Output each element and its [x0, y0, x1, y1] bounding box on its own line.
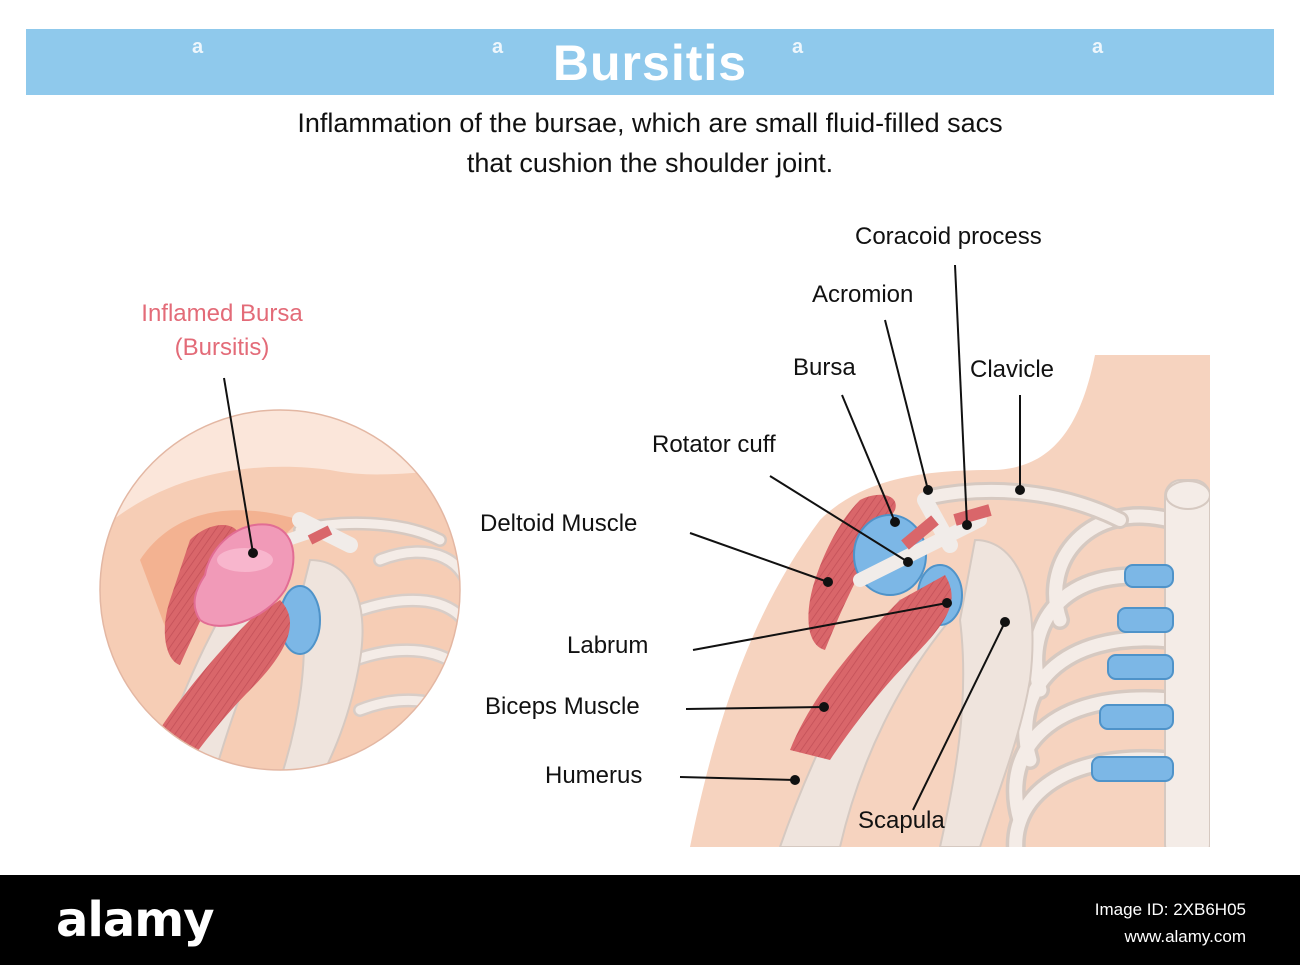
image-id: Image ID: 2XB6H05	[1094, 900, 1246, 919]
label-acromion: Acromion	[812, 281, 914, 308]
watermark-mark: a	[492, 36, 504, 58]
inset-label-line-1: Inflamed Bursa	[141, 300, 303, 327]
leader-lines	[679, 264, 1025, 811]
label-scapula: Scapula	[858, 807, 945, 834]
title-banner	[26, 29, 1274, 95]
label-rotator-cuff: Rotator cuff	[652, 431, 776, 458]
subtitle-line-2: that cushion the shoulder joint.	[466, 148, 834, 178]
label-labrum: Labrum	[567, 632, 649, 659]
watermark-mark: a	[792, 36, 804, 58]
label-deltoid-muscle: Deltoid Muscle	[480, 510, 638, 537]
brand-logo: alamy	[56, 892, 215, 948]
page-title: Bursitis	[552, 35, 748, 91]
label-coracoid-process: Coracoid process	[855, 223, 1042, 250]
inset-border	[99, 409, 461, 771]
watermark-mark: a	[1092, 36, 1104, 58]
inset-label: Inflamed Bursa (Bursitis)	[112, 300, 332, 362]
inset-label-line-2: (Bursitis)	[174, 334, 270, 361]
site-url: www.alamy.com	[1124, 927, 1246, 946]
label-clavicle: Clavicle	[970, 356, 1055, 383]
watermark-mark: a	[192, 36, 204, 58]
inset-leader-line	[223, 377, 254, 554]
inset-circle	[100, 410, 460, 770]
label-humerus: Humerus	[545, 762, 643, 789]
label-bursa: Bursa	[793, 354, 856, 381]
label-biceps-muscle: Biceps Muscle	[485, 693, 640, 720]
page-subtitle: Inflammation of the bursae, which are sm…	[150, 103, 1150, 183]
subtitle-line-1: Inflammation of the bursae, which are sm…	[297, 108, 1003, 138]
footer-bar	[0, 875, 1300, 965]
